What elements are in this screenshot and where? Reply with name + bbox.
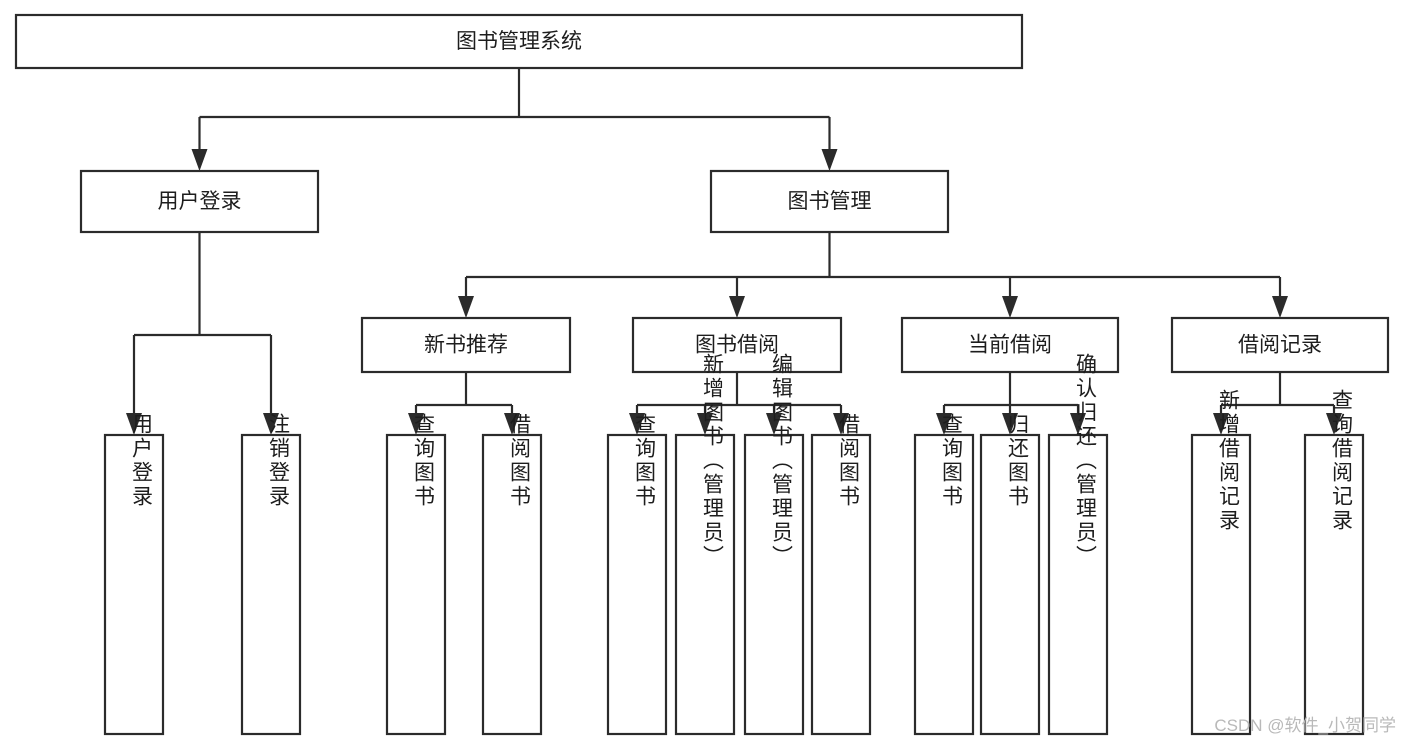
node-box[interactable] bbox=[360, 316, 572, 374]
node-book-manage[interactable]: 图书管理 bbox=[709, 169, 950, 234]
node-user-logout-leaf[interactable]: 注销登录 bbox=[240, 413, 302, 736]
node-label: 查询图书 bbox=[633, 413, 657, 509]
node-box[interactable] bbox=[631, 316, 843, 374]
node-label: 借阅图书 bbox=[837, 413, 861, 509]
node-box[interactable] bbox=[743, 433, 805, 736]
node-borrow-edit-book[interactable]: 编辑图书（管理员） bbox=[743, 353, 805, 736]
connector-arrowhead bbox=[191, 149, 208, 171]
node-cur-confirm-return[interactable]: 确认归还（管理员） bbox=[1047, 353, 1109, 736]
node-box[interactable] bbox=[103, 433, 165, 736]
node-rec-query-book[interactable]: 查询图书 bbox=[385, 413, 447, 736]
connector-arrowhead bbox=[1326, 413, 1342, 435]
node-borrow-lend-book[interactable]: 借阅图书 bbox=[810, 413, 872, 736]
node-box[interactable] bbox=[810, 433, 872, 736]
node-box[interactable] bbox=[14, 13, 1024, 70]
node-user-login-leaf[interactable]: 用户登录 bbox=[103, 413, 165, 736]
node-label: 图书借阅 bbox=[695, 334, 779, 357]
node-rec-add-record[interactable]: 新增借阅记录 bbox=[1190, 389, 1252, 736]
node-box[interactable] bbox=[709, 169, 950, 234]
node-rec-borrow-book[interactable]: 借阅图书 bbox=[481, 413, 543, 736]
connector-arrowhead bbox=[1272, 296, 1288, 318]
node-user-login[interactable]: 用户登录 bbox=[79, 169, 320, 234]
node-box[interactable] bbox=[1170, 316, 1390, 374]
node-label: 编辑图书（管理员） bbox=[770, 353, 794, 569]
node-box[interactable] bbox=[1190, 433, 1252, 736]
node-borrow-add-book[interactable]: 新增图书（管理员） bbox=[674, 353, 736, 736]
node-borrow-query-book[interactable]: 查询图书 bbox=[606, 413, 668, 736]
connector-arrowhead bbox=[458, 296, 474, 318]
node-label: 新增图书（管理员） bbox=[701, 353, 725, 569]
connector-arrowhead bbox=[833, 413, 849, 435]
connector-layer bbox=[126, 68, 1342, 435]
node-borrow-record[interactable]: 借阅记录 bbox=[1170, 316, 1390, 374]
connector-arrowhead bbox=[1002, 413, 1018, 435]
node-label: 确认归还（管理员） bbox=[1074, 353, 1098, 569]
node-label: 图书管理系统 bbox=[456, 30, 582, 53]
connector-arrowhead bbox=[821, 149, 838, 171]
node-cur-query-book[interactable]: 查询图书 bbox=[913, 413, 975, 736]
node-label: 图书管理 bbox=[788, 190, 872, 213]
connector-arrowhead bbox=[936, 413, 952, 435]
node-current-borrow[interactable]: 当前借阅 bbox=[900, 316, 1120, 374]
node-label: 用户登录 bbox=[158, 190, 242, 213]
node-box[interactable] bbox=[1303, 433, 1365, 736]
connector-arrowhead bbox=[629, 413, 645, 435]
connector-arrowhead bbox=[504, 413, 520, 435]
connector-arrowhead bbox=[729, 296, 745, 318]
node-box[interactable] bbox=[900, 316, 1120, 374]
node-box[interactable] bbox=[979, 433, 1041, 736]
node-rec-query-record[interactable]: 查询借阅记录 bbox=[1303, 389, 1365, 736]
node-box[interactable] bbox=[1047, 433, 1109, 736]
node-box[interactable] bbox=[913, 433, 975, 736]
node-cur-return-book[interactable]: 归还图书 bbox=[979, 413, 1041, 736]
node-box[interactable] bbox=[79, 169, 320, 234]
node-label: 新增借阅记录 bbox=[1217, 389, 1241, 533]
node-label: 用户登录 bbox=[130, 413, 154, 509]
node-box[interactable] bbox=[385, 433, 447, 736]
node-label: 归还图书 bbox=[1006, 413, 1030, 509]
node-label: 借阅记录 bbox=[1238, 334, 1322, 357]
connector-arrowhead bbox=[1070, 413, 1086, 435]
node-box[interactable] bbox=[240, 433, 302, 736]
node-book-borrow[interactable]: 图书借阅 bbox=[631, 316, 843, 374]
node-label: 注销登录 bbox=[267, 413, 291, 509]
connector-arrowhead bbox=[1213, 413, 1229, 435]
node-label: 查询图书 bbox=[412, 413, 436, 509]
csdn-watermark: CSDN @软件_小贺同学 bbox=[1214, 716, 1396, 735]
node-box[interactable] bbox=[606, 433, 668, 736]
node-box[interactable] bbox=[481, 433, 543, 736]
node-label: 新书推荐 bbox=[424, 334, 508, 357]
node-label: 当前借阅 bbox=[968, 334, 1052, 357]
node-root[interactable]: 图书管理系统 bbox=[14, 13, 1024, 70]
node-label: 查询图书 bbox=[940, 413, 964, 509]
node-new-book-recommend[interactable]: 新书推荐 bbox=[360, 316, 572, 374]
node-box[interactable] bbox=[674, 433, 736, 736]
connector-arrowhead bbox=[697, 413, 713, 435]
node-label: 借阅图书 bbox=[508, 413, 532, 509]
connector-arrowhead bbox=[126, 413, 142, 435]
connector-arrowhead bbox=[766, 413, 782, 435]
connector-arrowhead bbox=[1002, 296, 1018, 318]
node-label: 查询借阅记录 bbox=[1330, 389, 1354, 533]
connector-arrowhead bbox=[263, 413, 279, 435]
node-layer: 图书管理系统用户登录图书管理用户登录注销登录新书推荐图书借阅当前借阅借阅记录查询… bbox=[14, 13, 1390, 736]
connector-arrowhead bbox=[408, 413, 424, 435]
